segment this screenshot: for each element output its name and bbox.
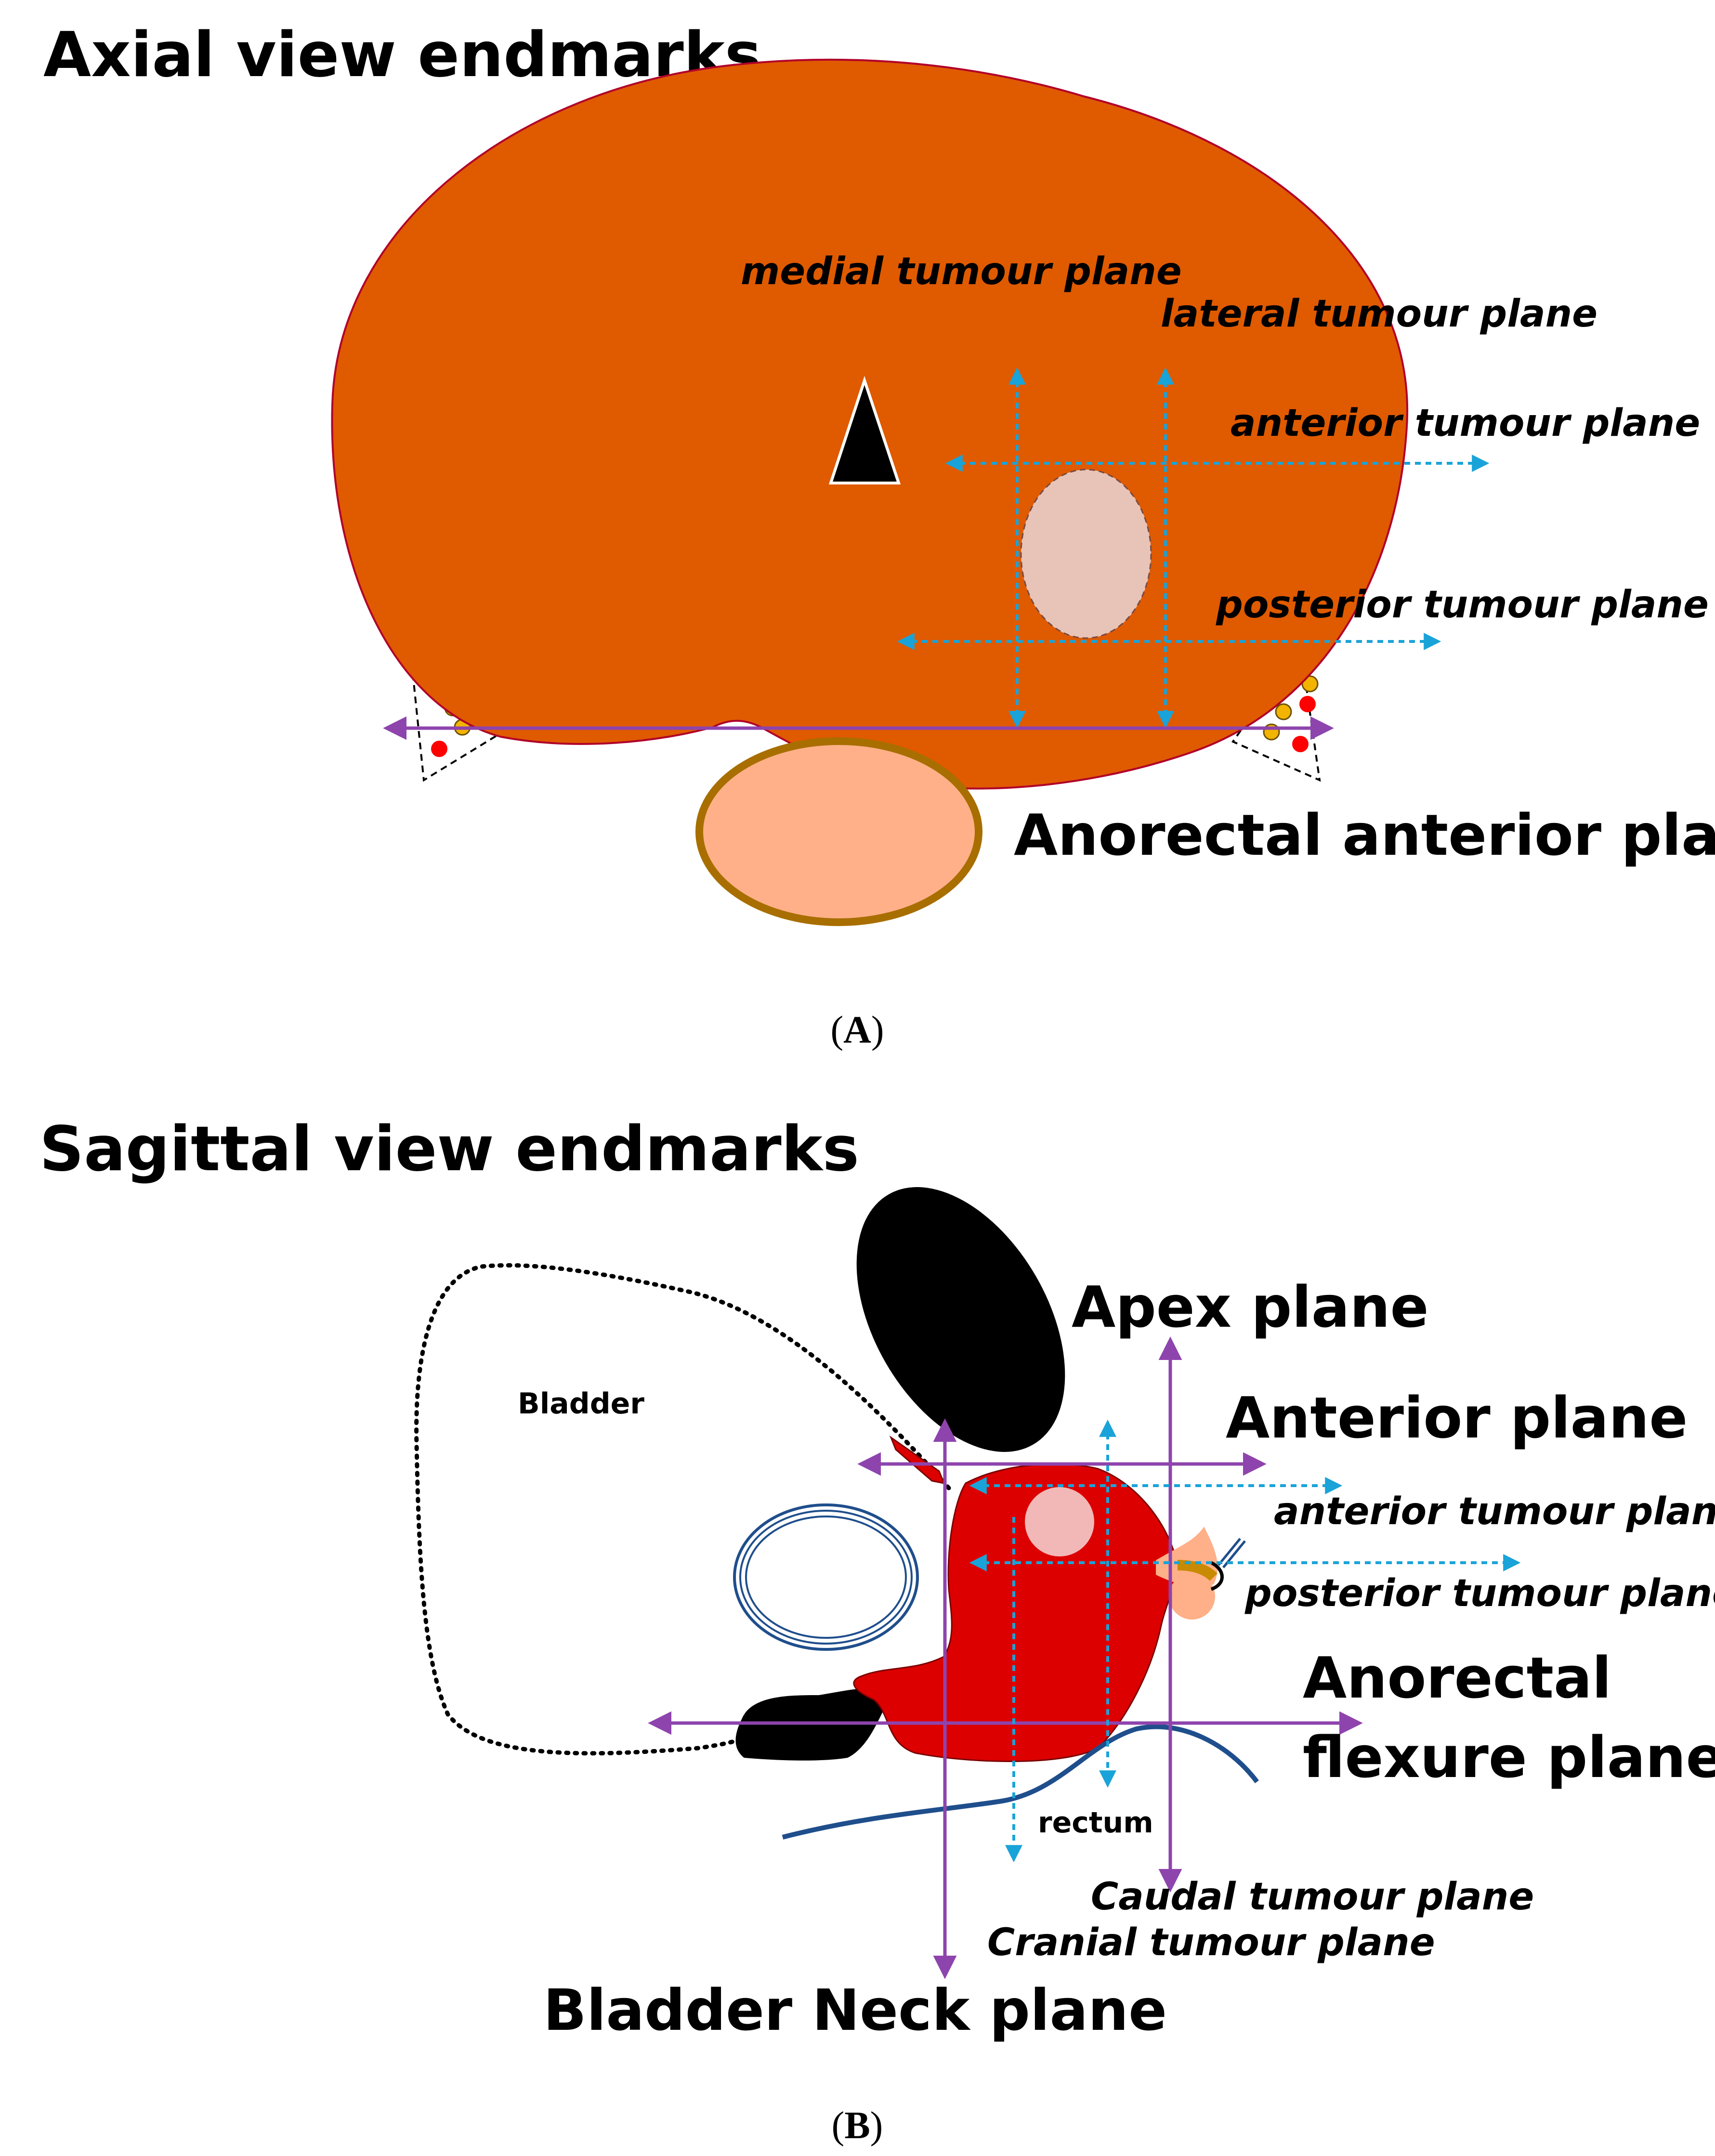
caudal-tumour-plane-label: Caudal tumour plane [1091,1875,1534,1919]
posterior-tumour-plane-label-sag: posterior tumour plane [1244,1572,1715,1615]
panel-b-caption: (B) [832,2104,883,2147]
catheter-balloon [733,1503,919,1651]
panel-a-heading: Axial view endmarks [43,19,761,91]
cranial-tumour-plane-label: Cranial tumour plane [987,1921,1435,1964]
ligament-wedge [889,1435,945,1485]
lateral-tumour-plane-label: lateral tumour plane [1161,292,1597,336]
panel-a: Axial view endmarks [43,19,1715,1051]
anorectal-anterior-plane-label: Anorectal anterior plane [1014,802,1715,868]
tumour-axial [1020,469,1152,639]
anterior-tumour-plane-label-sag: anterior tumour plane [1274,1490,1715,1533]
apex-plane-label: Apex plane [1072,1274,1429,1340]
rectum-axial [695,737,982,926]
anorectal-flexure-label-line1: Anorectal [1303,1645,1611,1711]
bladder-outline [414,1263,951,1756]
rectum-label: rectum [1038,1806,1153,1840]
pubic-symphysis [856,1187,1065,1452]
anorectal-flexure-label-line2: flexure plane [1303,1724,1715,1790]
posterior-tumour-plane-label: posterior tumour plane [1216,583,1709,627]
anterior-tumour-plane-label: anterior tumour plane [1231,402,1700,445]
panel-b: Sagittal view endmarks [39,1113,1715,2147]
panel-a-caption: (A) [830,1009,884,1051]
urethra-triangle [828,376,901,484]
bladder-label: Bladder [518,1387,644,1421]
tumour-sagittal [1025,1487,1094,1556]
panel-b-heading: Sagittal view endmarks [39,1113,859,1185]
anterior-plane-label: Anterior plane [1226,1385,1688,1451]
medial-tumour-plane-label: medial tumour plane [741,250,1182,293]
bladder-neck-plane-label: Bladder Neck plane [543,1977,1167,2043]
